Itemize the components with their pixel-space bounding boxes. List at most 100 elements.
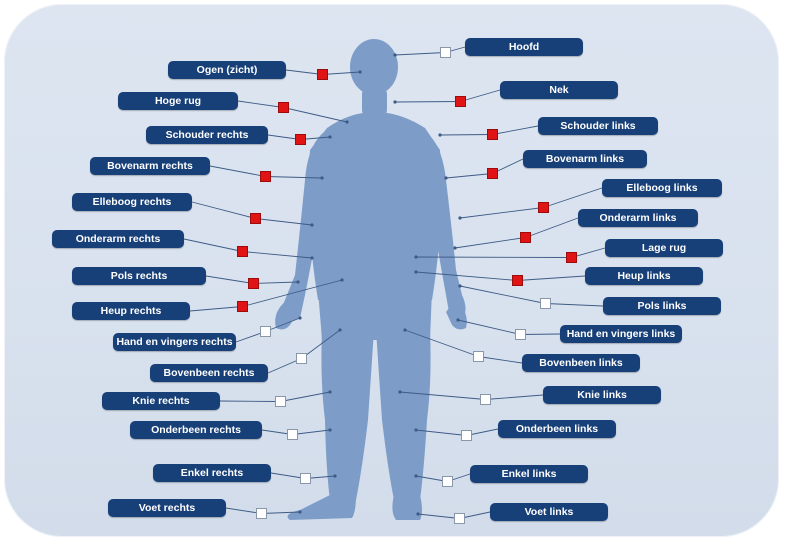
connector-knie-rechts <box>220 401 281 402</box>
checkbox-heup-rechts[interactable] <box>237 301 248 312</box>
pointer-tip-onderarm-rechts <box>310 256 313 259</box>
label-enkel-links: Enkel links <box>470 465 588 483</box>
checkbox-schouder-rechts[interactable] <box>295 134 306 145</box>
connector-heup-links <box>518 276 586 281</box>
pointer-schouder-links <box>440 135 493 136</box>
checkbox-enkel-links[interactable] <box>442 476 453 487</box>
pointer-tip-bovenbeen-rechts <box>338 328 341 331</box>
pointer-tip-knie-links <box>398 390 401 393</box>
label-enkel-rechts: Enkel rechts <box>153 464 271 482</box>
pointer-tip-lage-rug <box>414 255 417 258</box>
pointer-ogen-zicht <box>323 72 361 75</box>
connector-schouder-links <box>493 126 539 135</box>
connector-onderarm-links <box>526 218 579 238</box>
label-heup-rechts: Heup rechts <box>72 302 190 320</box>
pointer-tip-elleboog-links <box>458 216 461 219</box>
pointer-knie-links <box>400 392 486 400</box>
pointer-hoge-rug <box>284 108 348 123</box>
label-lage-rug: Lage rug <box>605 239 723 257</box>
pointer-nek <box>395 102 461 103</box>
checkbox-elleboog-links[interactable] <box>538 202 549 213</box>
pointer-tip-pols-links <box>458 284 461 287</box>
pointer-bovenbeen-links <box>405 330 479 357</box>
pointer-tip-onderbeen-links <box>414 428 417 431</box>
label-bovenbeen-rechts: Bovenbeen rechts <box>150 364 268 382</box>
pointer-tip-voet-rechts <box>298 510 301 513</box>
connector-pols-links <box>546 304 604 307</box>
pointer-tip-hoge-rug <box>345 120 348 123</box>
checkbox-bovenarm-rechts[interactable] <box>260 171 271 182</box>
checkbox-hoofd[interactable] <box>440 47 451 58</box>
pointer-tip-bovenbeen-links <box>403 328 406 331</box>
pointer-lage-rug <box>416 257 572 258</box>
pointer-tip-heup-rechts <box>340 278 343 281</box>
label-onderarm-links: Onderarm links <box>578 209 698 227</box>
pointer-tip-pols-rechts <box>296 280 299 283</box>
label-knie-rechts: Knie rechts <box>102 392 220 410</box>
pointer-voet-rechts <box>262 512 301 514</box>
checkbox-bovenbeen-links[interactable] <box>473 351 484 362</box>
checkbox-knie-rechts[interactable] <box>275 396 286 407</box>
pointer-tip-elleboog-rechts <box>310 223 313 226</box>
connector-elleboog-rechts <box>192 202 256 219</box>
pointer-tip-nek <box>393 100 396 103</box>
pointer-tip-hand-en-vingers-links <box>456 318 459 321</box>
checkbox-ogen-zicht[interactable] <box>317 69 328 80</box>
pointer-pols-links <box>460 286 546 304</box>
connector-onderarm-rechts <box>184 239 243 252</box>
checkbox-bovenarm-links[interactable] <box>487 168 498 179</box>
label-onderbeen-rechts: Onderbeen rechts <box>130 421 262 439</box>
checkbox-onderbeen-rechts[interactable] <box>287 429 298 440</box>
connector-heup-rechts <box>190 307 243 312</box>
checkbox-enkel-rechts[interactable] <box>300 473 311 484</box>
connector-bovenarm-rechts <box>210 166 266 177</box>
checkbox-onderbeen-links[interactable] <box>461 430 472 441</box>
label-voet-rechts: Voet rechts <box>108 499 226 517</box>
checkbox-hoge-rug[interactable] <box>278 102 289 113</box>
pointer-tip-heup-links <box>414 270 417 273</box>
pointer-bovenarm-rechts <box>266 177 323 179</box>
checkbox-pols-rechts[interactable] <box>248 278 259 289</box>
pointer-elleboog-rechts <box>256 219 313 226</box>
checkbox-nek[interactable] <box>455 96 466 107</box>
label-bovenarm-links: Bovenarm links <box>523 150 647 168</box>
checkbox-knie-links[interactable] <box>480 394 491 405</box>
pointer-bovenarm-links <box>446 174 493 179</box>
checkbox-hand-en-vingers-rechts[interactable] <box>260 326 271 337</box>
pointer-onderbeen-links <box>416 430 467 436</box>
checkbox-voet-links[interactable] <box>454 513 465 524</box>
pointer-heup-links <box>416 272 518 281</box>
label-hand-en-vingers-links: Hand en vingers links <box>560 325 682 343</box>
pointer-elleboog-links <box>460 208 544 219</box>
checkbox-pols-links[interactable] <box>540 298 551 309</box>
checkbox-bovenbeen-rechts[interactable] <box>296 353 307 364</box>
checkbox-schouder-links[interactable] <box>487 129 498 140</box>
pointer-tip-hoofd <box>393 53 396 56</box>
label-hoge-rug: Hoge rug <box>118 92 238 110</box>
pointer-hoofd <box>395 53 446 56</box>
pointer-hand-en-vingers-links <box>458 320 521 335</box>
connector-hand-en-vingers-links <box>521 334 561 335</box>
pointer-onderbeen-rechts <box>293 430 331 435</box>
label-schouder-links: Schouder links <box>538 117 658 135</box>
checkbox-lage-rug[interactable] <box>566 252 577 263</box>
label-elleboog-links: Elleboog links <box>602 179 722 197</box>
pointer-tip-bovenarm-rechts <box>320 176 323 179</box>
checkbox-onderarm-rechts[interactable] <box>237 246 248 257</box>
checkbox-onderarm-links[interactable] <box>520 232 531 243</box>
pointer-tip-onderbeen-rechts <box>328 428 331 431</box>
label-schouder-rechts: Schouder rechts <box>146 126 268 144</box>
connector-hoge-rug <box>238 101 284 108</box>
checkbox-hand-en-vingers-links[interactable] <box>515 329 526 340</box>
label-pols-links: Pols links <box>603 297 721 315</box>
checkbox-elleboog-rechts[interactable] <box>250 213 261 224</box>
label-nek: Nek <box>500 81 618 99</box>
pointer-onderarm-links <box>455 238 526 249</box>
connector-nek <box>461 90 501 102</box>
checkbox-voet-rechts[interactable] <box>256 508 267 519</box>
connector-elleboog-links <box>544 188 603 208</box>
connector-pols-rechts <box>206 276 254 284</box>
label-hand-en-vingers-rechts: Hand en vingers rechts <box>113 333 236 351</box>
label-knie-links: Knie links <box>543 386 661 404</box>
checkbox-heup-links[interactable] <box>512 275 523 286</box>
